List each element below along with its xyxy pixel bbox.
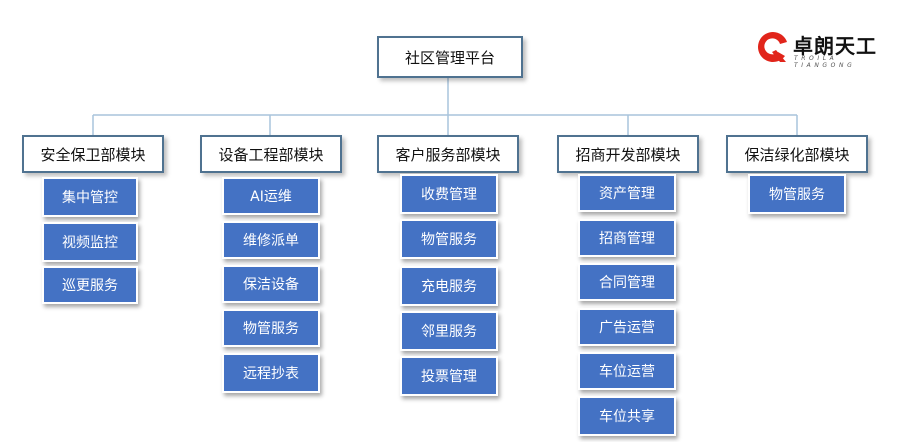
company-logo: 卓朗天工 TROILA TIANGONG [756, 30, 896, 69]
module-node-customer: 客户服务部模块 [377, 135, 519, 173]
item-label: 集中管控 [62, 190, 118, 206]
item-node: 广告运营 [578, 308, 676, 346]
module-label: 保洁绿化部模块 [744, 145, 850, 164]
item-node: 巡更服务 [42, 266, 138, 304]
item-label: 邻里服务 [421, 324, 477, 340]
item-node: 合同管理 [578, 263, 676, 301]
item-label: 广告运营 [599, 320, 655, 336]
item-label: 物管服务 [769, 187, 825, 203]
module-label: 安全保卫部模块 [40, 145, 146, 164]
item-label: 招商管理 [599, 231, 655, 247]
root-label: 社区管理平台 [404, 48, 495, 67]
item-label: 远程抄表 [243, 366, 299, 382]
item-label: 投票管理 [421, 369, 477, 385]
item-node: 物管服务 [748, 174, 846, 214]
item-label: 合同管理 [599, 275, 655, 291]
item-label: 巡更服务 [62, 278, 118, 294]
module-node-security: 安全保卫部模块 [22, 135, 164, 173]
module-node-cleaning: 保洁绿化部模块 [726, 135, 868, 173]
item-label: AI运维 [250, 189, 292, 205]
item-label: 收费管理 [421, 187, 477, 203]
item-label: 车位运营 [599, 364, 655, 380]
module-label: 设备工程部模块 [218, 145, 324, 164]
item-node: 视频监控 [42, 222, 138, 262]
item-label: 维修派单 [243, 233, 299, 249]
item-label: 物管服务 [243, 321, 299, 337]
item-node: 保洁设备 [222, 265, 320, 303]
item-label: 资产管理 [599, 186, 655, 202]
item-label: 物管服务 [421, 232, 477, 248]
item-node: 充电服务 [400, 266, 498, 306]
item-node: 集中管控 [42, 177, 138, 217]
item-label: 保洁设备 [243, 277, 299, 293]
item-node: 远程抄表 [222, 353, 320, 393]
item-node: 物管服务 [222, 309, 320, 347]
item-node: 邻里服务 [400, 311, 498, 351]
logo-chinese-text: 卓朗天工 [793, 34, 877, 58]
item-label: 车位共享 [599, 409, 655, 425]
item-node: 车位运营 [578, 352, 676, 390]
item-node: 物管服务 [400, 219, 498, 259]
item-node: AI运维 [222, 177, 320, 215]
module-label: 客户服务部模块 [395, 145, 501, 164]
item-node: 招商管理 [578, 219, 676, 257]
root-node: 社区管理平台 [377, 36, 523, 78]
module-node-investment: 招商开发部模块 [557, 135, 699, 173]
item-node: 维修派单 [222, 221, 320, 259]
item-node: 投票管理 [400, 356, 498, 396]
module-node-equipment: 设备工程部模块 [200, 135, 342, 173]
item-label: 视频监控 [62, 235, 118, 251]
item-node: 车位共享 [578, 396, 676, 436]
item-label: 充电服务 [421, 279, 477, 295]
item-node: 收费管理 [400, 174, 498, 214]
logo-mark-icon [758, 32, 787, 62]
module-label: 招商开发部模块 [575, 145, 681, 164]
item-node: 资产管理 [578, 174, 676, 212]
logo-english-text: TROILA TIANGONG [794, 55, 856, 69]
